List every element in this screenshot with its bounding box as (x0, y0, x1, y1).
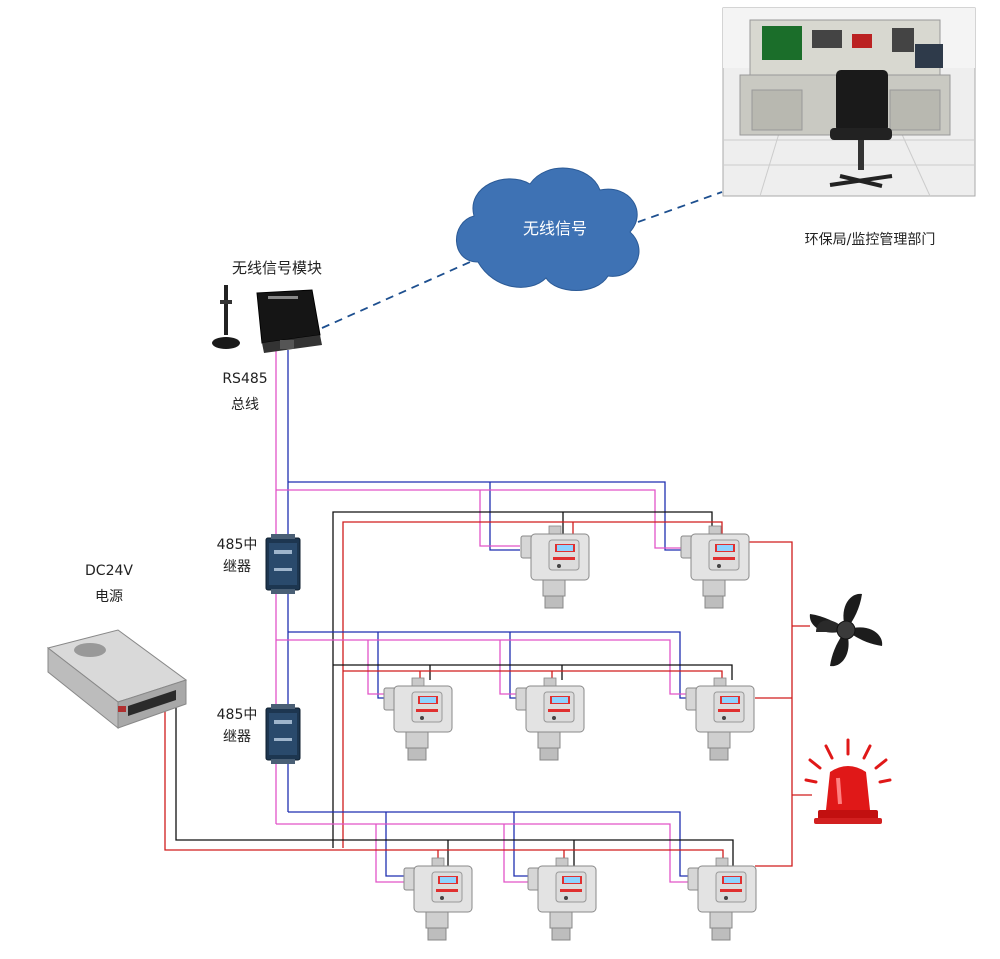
rs485-label: RS485 总线 (215, 368, 275, 416)
row1-pink-bus (276, 489, 700, 549)
gas-detector-icon (515, 677, 585, 761)
wireless-module-label: 无线信号模块 (231, 259, 322, 277)
exhaust-fan-icon (809, 593, 883, 667)
dc-power-label: DC24V 电源 (78, 560, 140, 608)
repeater2-label: 485中 继器 (212, 704, 262, 748)
row1-black-power (332, 511, 713, 848)
rs485-label-line2: 总线 (231, 397, 259, 413)
row2-red-power (343, 670, 723, 680)
power-supply-icon (46, 629, 188, 730)
control-center-label: 环保局/监控管理部门 (804, 232, 936, 248)
wireless-module-icon (212, 285, 322, 353)
wireless-cloud (456, 167, 640, 291)
relay-output-line (740, 541, 793, 867)
gas-detector-icon (520, 525, 590, 609)
gas-detector-icon (680, 525, 750, 609)
repeater1-label-line1: 485中 (216, 537, 258, 553)
control-room-photo (722, 7, 976, 197)
gas-detector-icon (685, 677, 755, 761)
gas-detector-icon (383, 677, 453, 761)
row1-blue-bus (288, 481, 700, 551)
repeater1-label: 485中 继器 (212, 534, 262, 578)
gas-detector-icon (527, 857, 597, 941)
repeater1-label-line2: 继器 (223, 559, 251, 575)
row1-red-power (342, 521, 723, 848)
rs485-repeater-icon (265, 533, 301, 595)
row3-blue-bus (288, 811, 698, 877)
row2-pink-bus (276, 639, 700, 695)
bus-wiring (164, 350, 812, 883)
repeater2-label-line1: 485中 (216, 707, 258, 723)
dc-power-label-line2: 电源 (95, 589, 123, 605)
dc-power-label-line1: DC24V (85, 563, 133, 579)
gas-detector-icon (687, 857, 757, 941)
cloud-label: 无线信号 (522, 219, 587, 238)
gas-detector-icon (403, 857, 473, 941)
rs485-label-line1: RS485 (222, 371, 268, 387)
wireless-link (321, 191, 723, 329)
rs485-repeater-icon (265, 703, 301, 765)
repeater2-label-line2: 继器 (223, 729, 251, 745)
row3-pink-bus (276, 823, 698, 883)
row3-black-power (175, 705, 734, 866)
alarm-light-icon (804, 738, 892, 824)
row2-black-power (333, 664, 733, 680)
